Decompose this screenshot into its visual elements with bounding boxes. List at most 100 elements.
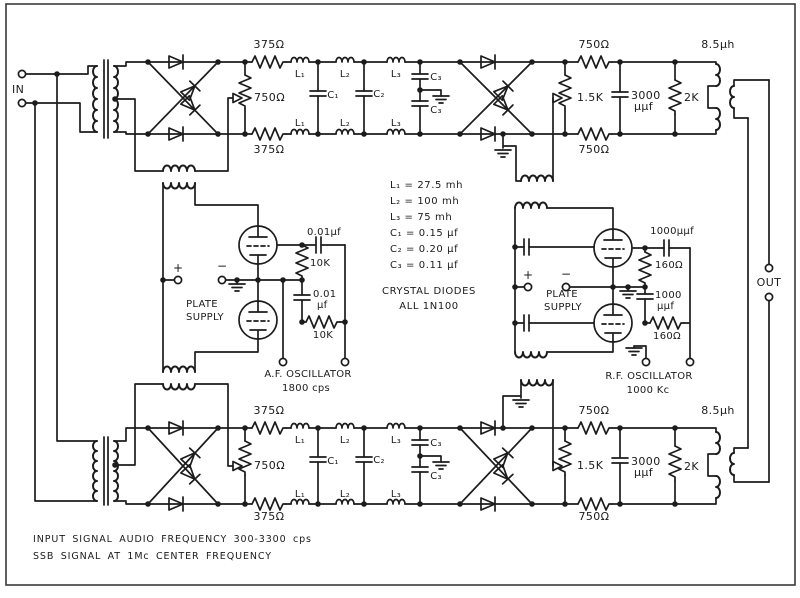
rf-tank-coil-icon (514, 201, 548, 209)
r750-label: 750Ω (578, 510, 609, 523)
table-row: C₁ = 0.15 μf (390, 228, 458, 239)
in-terminal (17, 98, 27, 108)
input-transformer-primary-icon (92, 65, 98, 133)
capacitor-icon (293, 294, 311, 301)
c1-label: C₁ (327, 456, 339, 467)
plate-supply-label: SUPPLY (544, 302, 582, 313)
c3-label: C₃ (430, 105, 442, 116)
caption-line-1: INPUT SIGNAL AUDIO FREQUENCY 300-3300 cp… (33, 534, 312, 545)
coil85-label: 8.5μh (701, 38, 734, 51)
potentiometer-icon (238, 74, 252, 110)
r160-label: 160Ω (653, 331, 681, 342)
resistor-icon (251, 127, 287, 141)
resistor-icon (577, 55, 613, 69)
table-row: C₂ = 0.20 μf (390, 244, 458, 255)
out-terminal (764, 263, 774, 273)
pot750-label: 750Ω (254, 91, 285, 104)
caption-notes: INPUT SIGNAL AUDIO FREQUENCY 300-3300 cp… (33, 534, 312, 562)
af-oscillator-freq: 1800 cps (282, 383, 330, 394)
cap1000-unit-label: μμf (657, 301, 674, 312)
crystal-diodes-note: ALL 1N100 (399, 301, 459, 312)
r160-label: 160Ω (655, 260, 683, 271)
r375-label: 375Ω (253, 510, 284, 523)
ground-icon (432, 95, 450, 104)
inductor-icon (386, 422, 406, 429)
ground-icon (512, 399, 530, 408)
output-transformer-secondary-icon (729, 452, 735, 476)
l2-label: L₂ (340, 435, 350, 446)
resistor-icon (668, 79, 682, 115)
resistor-icon (668, 445, 682, 481)
in-terminal (17, 69, 27, 79)
af-osc-terminal (340, 357, 350, 367)
inductor-icon (290, 56, 310, 63)
transformer-coils (92, 63, 735, 502)
output-transformer-primary-icon (715, 475, 721, 499)
capacitor-icon (355, 456, 373, 463)
out-terminal (764, 292, 774, 302)
rf-oscillator-labels: + − PLATE SUPPLY 1000μμf 160Ω 1000 μμf 1… (523, 226, 694, 396)
plate-supply-label: PLATE (546, 289, 578, 300)
minus-sign: − (217, 259, 227, 273)
out-label: OUT (757, 276, 782, 289)
ground-icon (494, 149, 512, 158)
capacitor-icon (636, 293, 654, 300)
l1-label: L₁ (295, 435, 305, 446)
cap001-label: 0.01μf (307, 227, 341, 238)
tube-icon (593, 228, 633, 268)
l2-label: L₂ (340, 118, 350, 129)
l1-label: L₁ (295, 69, 305, 80)
table-row: L₂ = 100 mh (390, 196, 459, 207)
rf-oscillator-name: R.F. OSCILLATOR (605, 371, 692, 382)
capacitor-icon (411, 466, 429, 473)
rf-oscillator-freq: 1000 Kc (627, 385, 670, 396)
resistor-icon (251, 55, 287, 69)
resistor-icon (305, 315, 341, 329)
table-row: L₃ = 75 mh (390, 212, 452, 223)
input-transformer-primary-icon (92, 440, 98, 502)
l3-label: L₃ (391, 435, 401, 446)
resistor-icon (251, 497, 287, 511)
c3-label: C₃ (430, 471, 442, 482)
r375-label: 375Ω (253, 38, 284, 51)
inductor-icon (290, 498, 310, 505)
c2-label: C₂ (373, 455, 385, 466)
resistor-icon (638, 251, 652, 287)
output-transformer-secondary-icon (729, 85, 735, 109)
pot750-label: 750Ω (254, 459, 285, 472)
l2-label: L₂ (340, 489, 350, 500)
r10k-label: 10K (313, 330, 333, 341)
c1-label: C₁ (327, 90, 339, 101)
input-transformer-secondary-icon (113, 440, 119, 502)
tube-icon (238, 300, 278, 340)
capacitor-icon (611, 457, 629, 464)
r2k-label: 2K (684, 460, 699, 473)
resistors (238, 55, 685, 511)
resistor-icon (577, 127, 613, 141)
l1-label: L₁ (295, 489, 305, 500)
table-row: L₁ = 27.5 mh (390, 180, 463, 191)
af-oscillator-labels: + − PLATE SUPPLY 0.01μf 10K 0.01 μf 10K … (173, 227, 351, 394)
l3-label: L₃ (391, 489, 401, 500)
labels: IN OUT 375Ω 375Ω 750Ω L₁ L₂ L₃ L₁ L₂ L₃ … (12, 38, 781, 562)
af-coupling-transformer-icon (162, 383, 196, 391)
capacitor-icon (411, 100, 429, 107)
inductor-icon (386, 56, 406, 63)
values-table: L₁ = 27.5 mh L₂ = 100 mh L₃ = 75 mh C₁ =… (382, 180, 476, 312)
crystal-diodes-note: CRYSTAL DIODES (382, 286, 476, 297)
cap3000-unit-label: μμf (634, 466, 654, 479)
r375-label: 375Ω (253, 404, 284, 417)
plus-sign: + (523, 268, 533, 282)
drawing-border (5, 3, 796, 586)
ground-icon (432, 461, 450, 470)
r750-label: 750Ω (578, 143, 609, 156)
l3-label: L₃ (391, 118, 401, 129)
pot15k-label: 1.5K (577, 91, 604, 104)
cap3000-unit-label: μμf (634, 100, 654, 113)
inductor-icon (335, 128, 355, 135)
capacitor-icon (309, 90, 327, 97)
coil85-label: 8.5μh (701, 404, 734, 417)
capacitor-icon (315, 236, 322, 254)
